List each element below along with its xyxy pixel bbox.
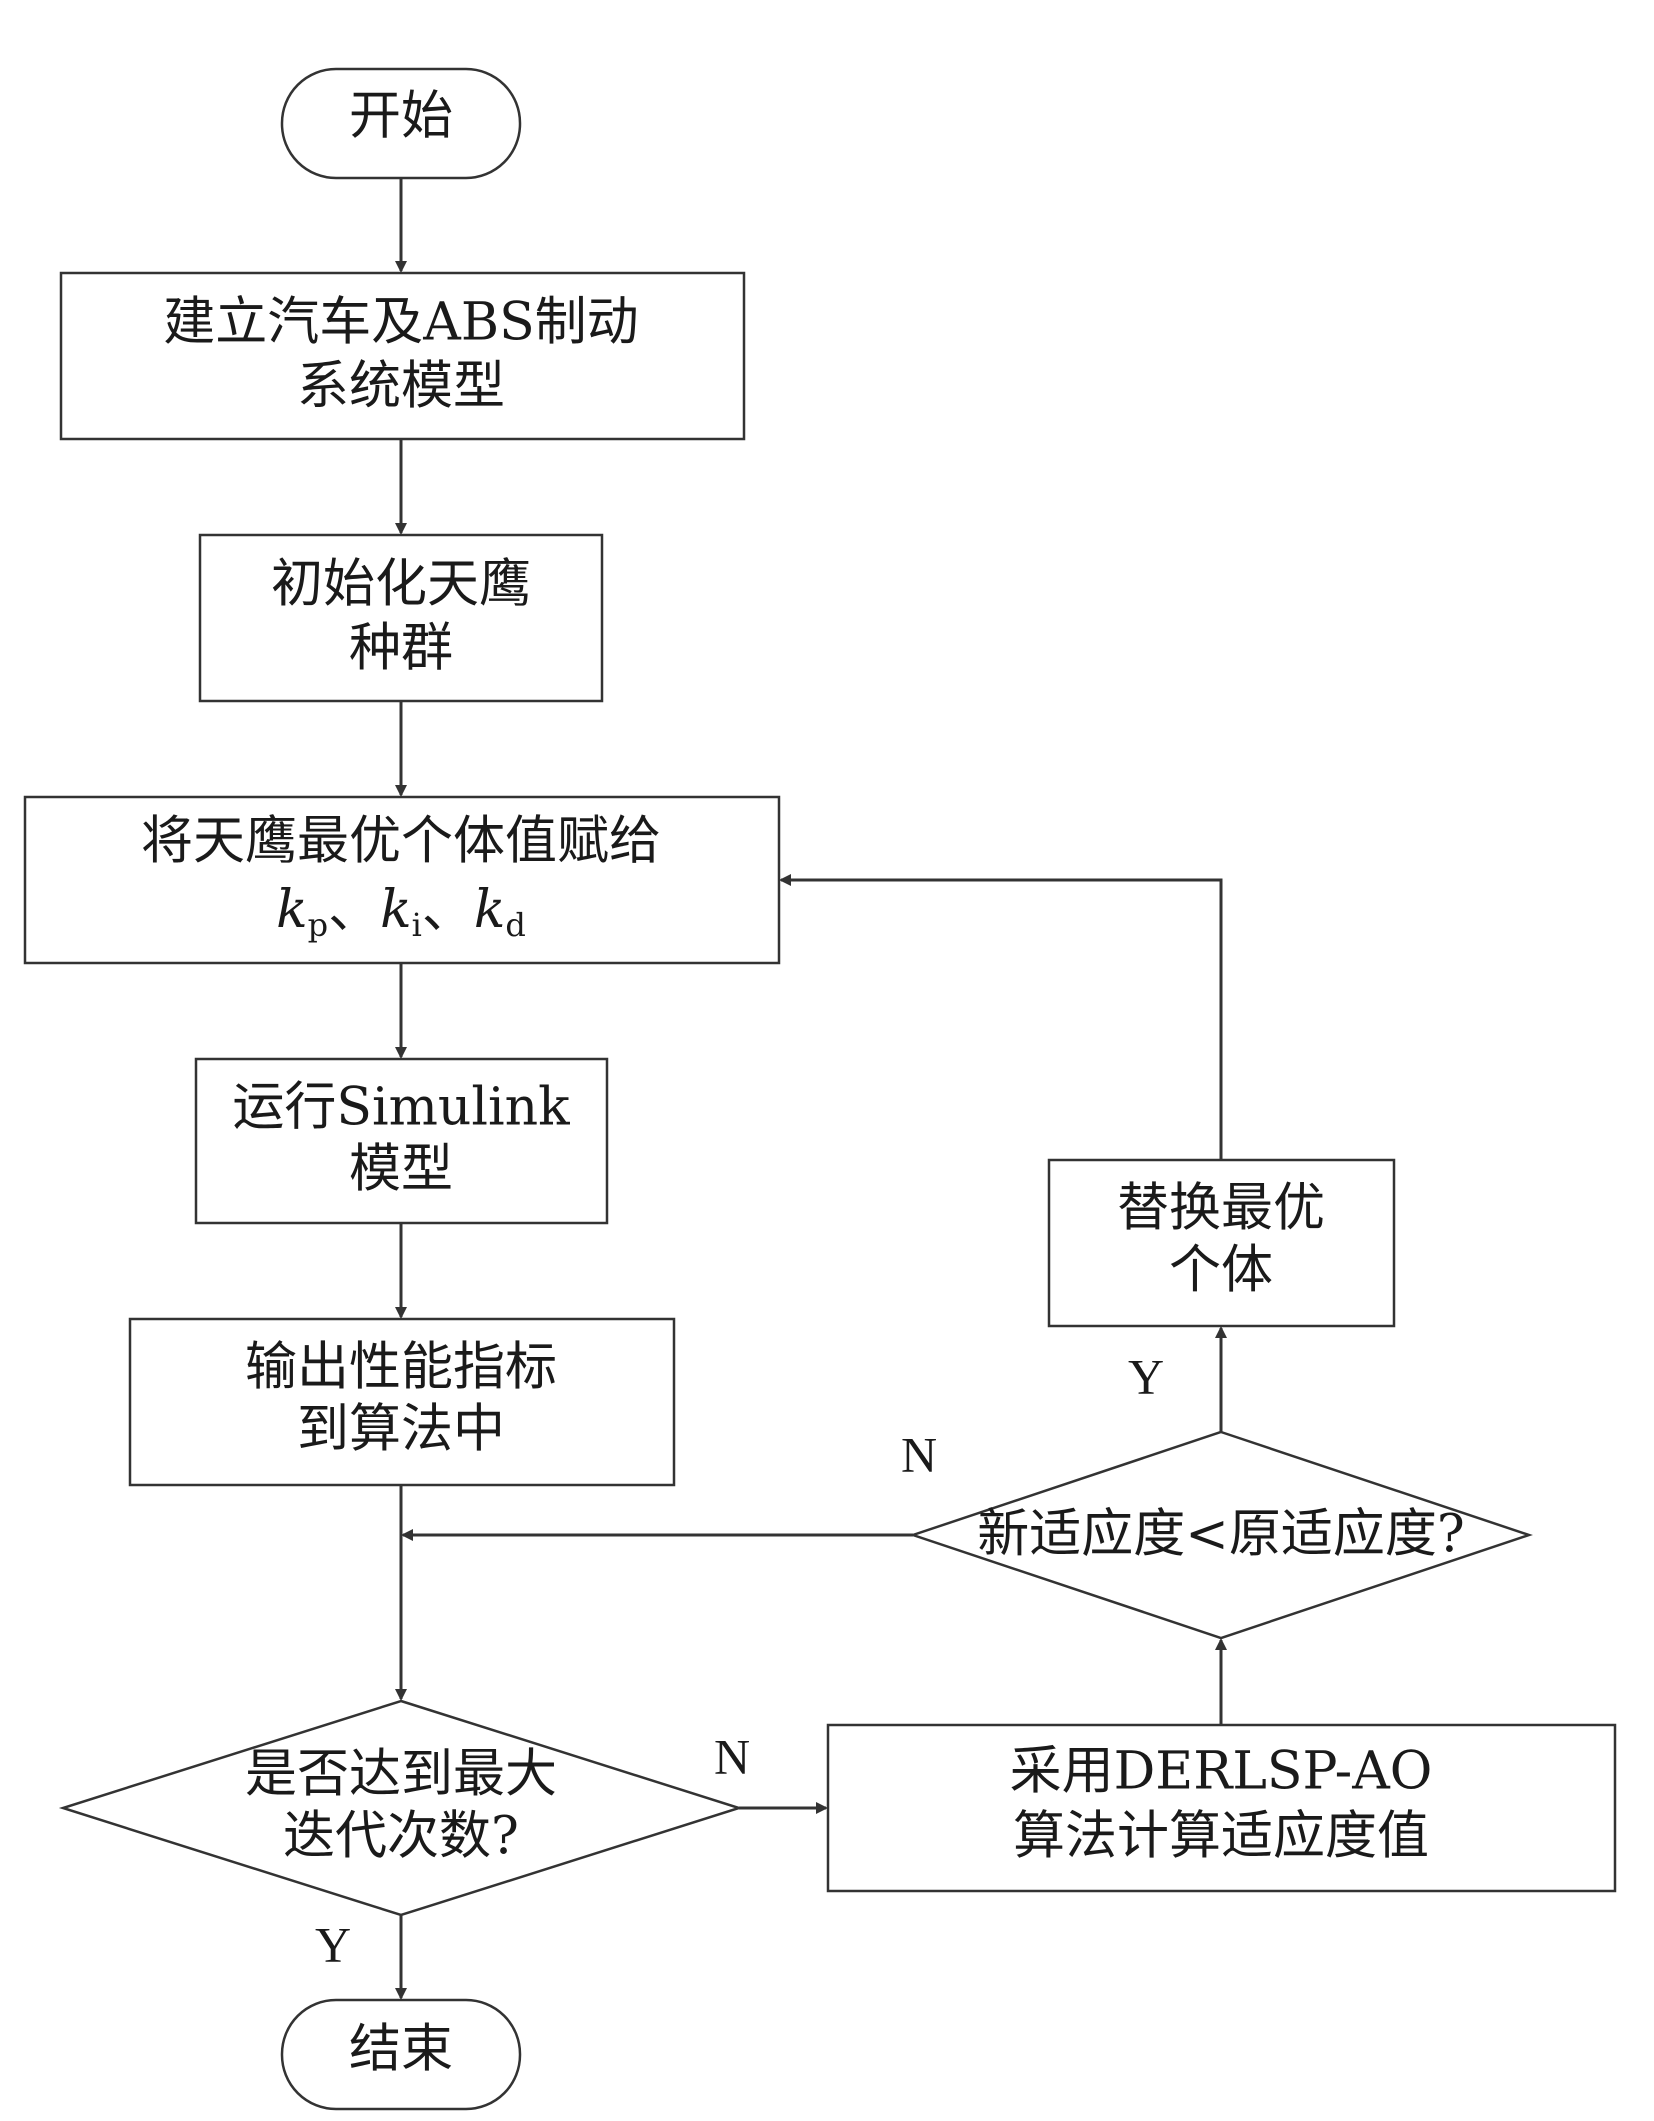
- separator-2: 、: [422, 880, 474, 940]
- kd-subscript: d: [505, 906, 525, 944]
- output-index-line-2: 到算法中: [297, 1400, 505, 1460]
- init-population-box: [198, 533, 604, 703]
- output-index-line-1: 输出性能指标: [245, 1338, 557, 1398]
- max-iter-line-1: 是否达到最大: [245, 1745, 557, 1805]
- build-model-line-2: 系统模型: [297, 357, 505, 417]
- compute-fitness-line-1: 采用DERLSP-AO: [1010, 1742, 1433, 1802]
- assign-best-line-1: 将天鹰最优个体值赋给: [141, 812, 661, 872]
- run-simulink-line-1: 运行Simulink: [232, 1078, 570, 1138]
- build-model-box: [59, 271, 746, 441]
- end-terminal: [280, 1998, 522, 2111]
- kd-symbol: k: [474, 880, 506, 940]
- ki-subscript: i: [412, 906, 422, 944]
- replace-best-box: [1047, 1158, 1396, 1328]
- max-iter-no-label: N: [714, 1728, 750, 1784]
- init-population-line-1: 初始化天鹰: [271, 555, 531, 615]
- fitness-decision-label: 新适应度<原适应度?: [977, 1505, 1464, 1565]
- fitness-no-label: N: [901, 1426, 937, 1482]
- start-label: 开始: [349, 87, 453, 147]
- separator-1: 、: [328, 880, 380, 940]
- kp-symbol: k: [276, 880, 308, 940]
- replace-best-line-1: 替换最优: [1117, 1179, 1325, 1239]
- max-iter-line-2: 迭代次数?: [283, 1807, 519, 1867]
- compute-fitness-line-2: 算法计算适应度值: [1013, 1807, 1429, 1867]
- build-model-line-1: 建立汽车及ABS制动: [163, 293, 638, 353]
- max-iter-yes-label: Y: [315, 1916, 351, 1972]
- ki-symbol: k: [380, 880, 412, 940]
- assign-best-params: kp、ki、kd: [276, 880, 526, 944]
- fitness-yes-label: Y: [1128, 1348, 1164, 1404]
- end-label: 结束: [349, 2020, 453, 2080]
- run-simulink-line-2: 模型: [349, 1140, 453, 1200]
- init-population-line-2: 种群: [349, 619, 453, 679]
- assign-best-box: [23, 795, 781, 965]
- arrow-replace-to-assign: [779, 874, 1223, 1160]
- compute-fitness-box: [826, 1723, 1617, 1893]
- kp-subscript: p: [308, 906, 328, 944]
- run-simulink-box: [194, 1057, 609, 1225]
- replace-best-line-2: 个体: [1169, 1241, 1273, 1301]
